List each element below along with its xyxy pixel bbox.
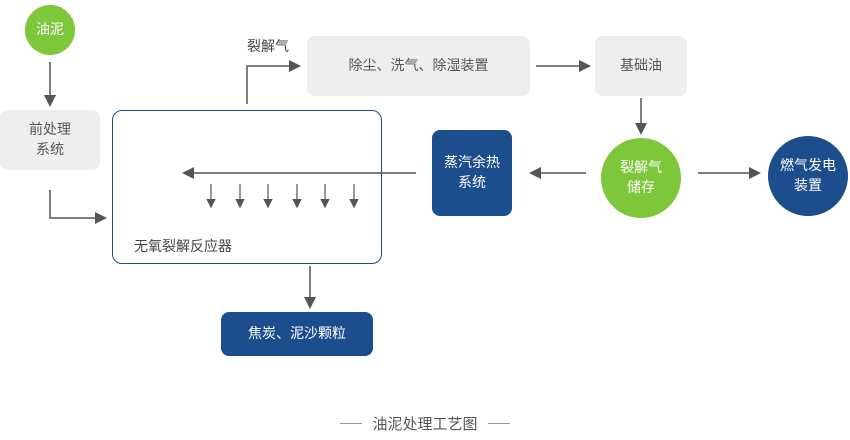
node-coke-label: 焦炭、泥沙颗粒 — [248, 326, 346, 342]
heat-down-arrows — [206, 184, 359, 209]
caption-text: 油泥处理工艺图 — [372, 415, 478, 433]
label-pyrolysis-gas: 裂解气 — [247, 39, 289, 55]
node-base-oil: 基础油 — [595, 36, 687, 96]
node-steam-heat-label: 蒸汽余热 系统 — [444, 155, 500, 191]
node-sludge-label: 油泥 — [36, 22, 64, 38]
node-power-gen-label: 燃气发电 装置 — [780, 158, 836, 194]
node-power-gen: 燃气发电 装置 — [768, 136, 848, 216]
caption-dash-right — [487, 423, 510, 424]
node-pretreatment: 前处理 系统 — [0, 110, 100, 170]
caption-dash-left — [340, 423, 363, 424]
arrow-pretreatment-to-reactor — [49, 190, 107, 224]
node-gas-storage-label: 裂解气 储存 — [620, 160, 662, 196]
node-coke: 焦炭、泥沙颗粒 — [221, 312, 373, 356]
node-reactor — [112, 110, 382, 264]
node-purify: 除尘、洗气、除湿装置 — [307, 36, 530, 96]
node-sludge: 油泥 — [25, 5, 75, 55]
node-steam-heat: 蒸汽余热 系统 — [432, 130, 512, 216]
node-base-oil-label: 基础油 — [620, 58, 662, 74]
arrow-reactor-to-purify — [246, 60, 301, 104]
figure-caption: 油泥处理工艺图 — [0, 413, 850, 434]
node-gas-storage: 裂解气 储存 — [601, 138, 681, 218]
node-purify-label: 除尘、洗气、除湿装置 — [348, 58, 489, 74]
node-pretreatment-label: 前处理 系统 — [29, 122, 71, 158]
node-reactor-label: 无氧裂解反应器 — [134, 239, 232, 255]
